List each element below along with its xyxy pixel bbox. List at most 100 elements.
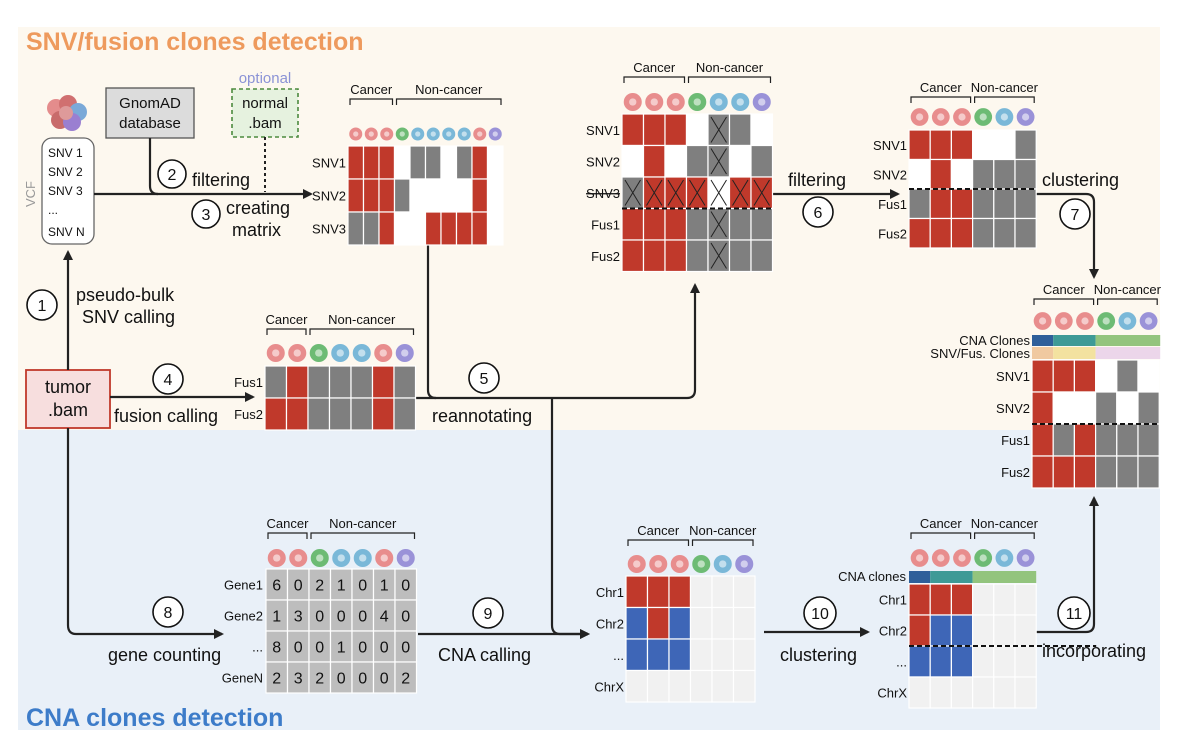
cancer-header: Cancer [637,523,680,538]
step-3-line-2: matrix [232,220,281,240]
cna-matrix-row-label: Chr2 [596,616,624,631]
cell-nucleus-icon [1021,554,1030,562]
cancer-bracket [267,532,308,539]
svg-text:3: 3 [202,207,211,224]
matrix-cell [264,397,288,431]
arrow-2 [148,138,159,196]
matrix-cell [285,365,309,399]
cancer-bracket [623,76,686,83]
svg-text:4: 4 [164,372,173,389]
matrix-cell [993,645,1016,678]
matrix-cell [642,113,666,147]
matrix-cell [378,211,396,246]
final-matrix-row-label: Fus2 [1001,465,1030,480]
matrix-cell [362,211,380,246]
matrix-cell [471,178,489,213]
step-8: 8 [152,596,184,628]
cell-nucleus-icon [758,98,766,106]
matrix-cell [950,645,974,678]
svg-text:1: 1 [38,298,47,315]
reannot-matrix [621,113,774,273]
cell-nucleus-icon [1021,113,1030,121]
removed-mark [710,179,727,206]
matrix-cell [646,606,670,640]
step-6-label: filtering [788,170,846,190]
matrix-cell [424,211,442,246]
vcf-item-4: ... [48,203,58,217]
matrix-cell [486,145,504,180]
matrix-cell [307,397,331,431]
cell-nucleus-icon [740,560,748,568]
noncancer-bracket [1097,298,1158,305]
cell-nucleus-icon [353,131,359,137]
cell-nucleus-icon [915,113,924,121]
cancer-bracket [349,98,394,105]
noncancer-header: Non-cancer [971,80,1039,95]
cell-nucleus-icon [1060,317,1068,325]
matrix-cell [908,614,931,647]
matrix-cell [1073,423,1097,457]
matrix-cell [347,145,365,180]
matrix-cell [264,365,288,399]
fusion-matrix-cells [266,343,414,363]
arrow-7 [1035,192,1099,279]
step-10: 10 [803,596,837,630]
matrix-cell [328,365,352,399]
count-value: 0 [294,578,303,595]
matrix-cell [950,188,974,220]
matrix-cell [950,676,974,709]
matrix-cell [1014,129,1037,161]
matrix-cell [711,606,735,640]
matrix-cell [621,239,645,273]
cancer-bracket [910,532,972,539]
count-value: 0 [315,609,324,626]
count-matrix-row-label: GeneN [222,671,263,686]
svg-text:11: 11 [1066,606,1083,623]
count-matrix-row-label: ... [252,640,263,655]
cell-cluster-icon [47,95,87,131]
count-value: 1 [380,578,389,595]
matrix-cell [664,113,688,147]
cell-nucleus-icon [736,98,744,106]
matrix-cell [1116,359,1139,393]
noncancer-bracket [691,539,754,546]
matrix-cell [664,207,688,241]
count-value: 1 [272,609,281,626]
noncancer-header: Non-cancer [329,516,397,531]
cna-matrix-row-label: ChrX [594,679,624,694]
matrix-cell [307,365,331,399]
matrix-cell [908,158,931,190]
cell-nucleus-icon [380,554,388,562]
snv-section-title: SNV/fusion clones detection [26,28,364,56]
cna-clone-segment [930,571,973,583]
matrix-cell [1094,359,1118,393]
matrix-cell [689,669,713,703]
cancer-bracket [1033,298,1095,305]
noncancer-header: Non-cancer [971,516,1039,531]
gnomad-box [105,87,195,139]
cell-nucleus-icon [1000,554,1009,562]
matrix-cell [971,188,995,220]
cell-nucleus-icon [915,554,924,562]
snv-matrix-cells [349,127,502,141]
matrix-cell [732,638,756,672]
count-value: 2 [315,578,324,595]
matrix-cell [625,575,649,609]
cell-nucleus-icon [958,113,966,121]
reannot-matrix-row-label: Fus2 [591,249,620,264]
matrix-cell [950,583,974,616]
matrix-cell [971,614,995,647]
cell-nucleus-icon [697,560,705,568]
final-matrix-row-label: Fus1 [1001,433,1030,448]
matrix-cell [971,645,995,678]
cell-nucleus-icon [654,560,662,568]
count-value: 0 [358,640,367,657]
matrix-cell [668,669,692,703]
step-5-label: reannotating [432,406,532,426]
fusion-matrix-row-label: Fus2 [234,407,263,422]
matrix-cell [440,178,458,213]
